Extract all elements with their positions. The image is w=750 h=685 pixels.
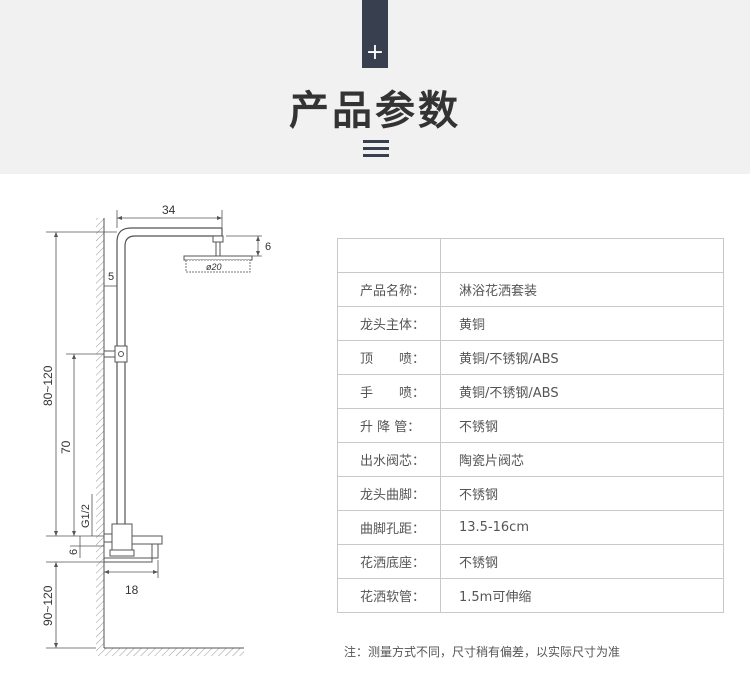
header-banner: + 产品参数 <box>0 0 750 174</box>
table-header-row <box>337 238 724 273</box>
table-row: 顶 喷：黄铜/不锈钢/ABS <box>337 340 724 375</box>
spec-label: 出水阀芯： <box>337 442 441 477</box>
dim-wall-gap: 5 <box>108 271 114 283</box>
table-row: 龙头主体：黄铜 <box>337 306 724 341</box>
spec-label: 手 喷： <box>337 374 441 409</box>
wall-hatch <box>96 218 104 648</box>
table-row: 产品名称：淋浴花洒套装 <box>337 272 724 307</box>
plus-icon: + <box>365 40 385 65</box>
table-header-cell <box>440 238 724 273</box>
riser-pipe-outer <box>116 227 222 530</box>
page-title: 产品参数 <box>289 88 461 134</box>
spec-label: 花洒底座： <box>337 544 441 579</box>
spec-value: 黄铜/不锈钢/ABS <box>440 374 724 409</box>
spec-value: 13.5-16cm <box>440 510 724 545</box>
spec-value: 不锈钢 <box>440 408 724 443</box>
shower-head <box>183 255 253 261</box>
table-row: 花洒软管：1.5m可伸缩 <box>337 578 724 613</box>
footnote: 注：测量方式不同，尺寸稍有偏差，以实际尺寸为准 <box>344 645 621 659</box>
dim-total-height: 80~120 <box>41 365 55 406</box>
shower-dimension-diagram: 34 6 ø20 5 80~120 70 G1/2 6 90~120 18 <box>0 174 300 685</box>
dim-inlet: 6 <box>68 549 80 555</box>
spec-label: 龙头曲脚： <box>337 476 441 511</box>
dim-top-width: 34 <box>162 203 176 217</box>
spec-label: 产品名称： <box>337 272 441 307</box>
dim-thread: G1/2 <box>80 504 92 528</box>
riser-pipe-inner <box>124 235 222 530</box>
table-row: 手 喷：黄铜/不锈钢/ABS <box>337 374 724 409</box>
spec-label: 龙头主体： <box>337 306 441 341</box>
floor-hatch <box>96 648 244 656</box>
dim-base-width: 18 <box>125 583 139 597</box>
table-header-cell <box>337 238 441 273</box>
spec-value: 黄铜/不锈钢/ABS <box>440 340 724 375</box>
table-row: 升 降 管：不锈钢 <box>337 408 724 443</box>
table-row: 龙头曲脚：不锈钢 <box>337 476 724 511</box>
spec-label: 曲脚孔距： <box>337 510 441 545</box>
spec-label: 顶 喷： <box>337 340 441 375</box>
menu-icon <box>363 140 389 157</box>
spec-label: 花洒软管： <box>337 578 441 613</box>
spec-value: 不锈钢 <box>440 544 724 579</box>
table-row: 出水阀芯：陶瓷片阀芯 <box>337 442 724 477</box>
spec-value: 淋浴花洒套装 <box>440 272 724 307</box>
spec-value: 1.5m可伸缩 <box>440 578 724 613</box>
spec-value: 陶瓷片阀芯 <box>440 442 724 477</box>
dim-head-height: 6 <box>265 241 271 253</box>
dim-upper-section: 70 <box>59 440 73 454</box>
spec-label: 升 降 管： <box>337 408 441 443</box>
table-row: 花洒底座：不锈钢 <box>337 544 724 579</box>
dim-head-diameter: ø20 <box>206 262 222 272</box>
mixer-valve <box>111 523 133 551</box>
dim-floor-height: 90~120 <box>41 585 55 626</box>
table-row: 曲脚孔距：13.5-16cm <box>337 510 724 545</box>
spec-value: 黄铜 <box>440 306 724 341</box>
header-tab: + <box>362 0 388 68</box>
spec-value: 不锈钢 <box>440 476 724 511</box>
